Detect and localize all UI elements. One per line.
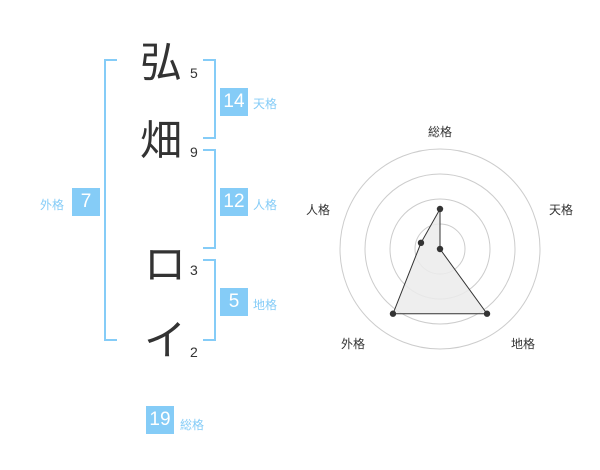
radar-ring	[364, 173, 516, 325]
stroke-count-3: 3	[190, 262, 198, 278]
soukaku-badge: 19	[146, 406, 174, 434]
radar-label-jinkaku: 人格	[306, 203, 331, 217]
soukaku-label: 総格	[180, 418, 205, 432]
name-char-3: ロ	[144, 240, 187, 289]
jinkaku-label: 人格	[253, 198, 278, 212]
name-char-1: 弘	[140, 38, 183, 87]
name-char-4: イ	[144, 316, 187, 365]
gaikaku-bracket	[104, 59, 117, 341]
name-char-2: 畑	[140, 116, 183, 165]
radar-label-gaikaku: 外格	[341, 337, 366, 351]
radar-point-3	[389, 310, 397, 317]
chikaku-badge: 5	[220, 288, 248, 316]
tenkaku-badge: 14	[220, 88, 248, 116]
chikaku-bracket	[203, 259, 216, 341]
radar-label-chikaku: 地格	[511, 337, 536, 351]
radar-polygon	[392, 207, 488, 315]
radar-point-4	[417, 239, 425, 247]
gaikaku-label: 外格	[40, 198, 65, 212]
radar-point-1	[436, 245, 444, 253]
radar-ring	[339, 148, 541, 350]
stroke-count-2: 9	[190, 144, 198, 160]
radar-point-2	[483, 310, 491, 317]
radar-label-tenkaku: 天格	[549, 203, 574, 217]
tenkaku-label: 天格	[253, 97, 278, 111]
chikaku-label: 地格	[253, 298, 278, 312]
radar-label-soukaku: 総格	[428, 125, 453, 139]
jinkaku-badge: 12	[220, 188, 248, 216]
jinkaku-bracket	[203, 149, 216, 249]
radar-point-0	[436, 205, 444, 213]
stroke-count-1: 5	[190, 65, 198, 81]
stroke-count-4: 2	[190, 344, 198, 360]
tenkaku-bracket	[203, 59, 216, 139]
gaikaku-badge: 7	[72, 188, 100, 216]
